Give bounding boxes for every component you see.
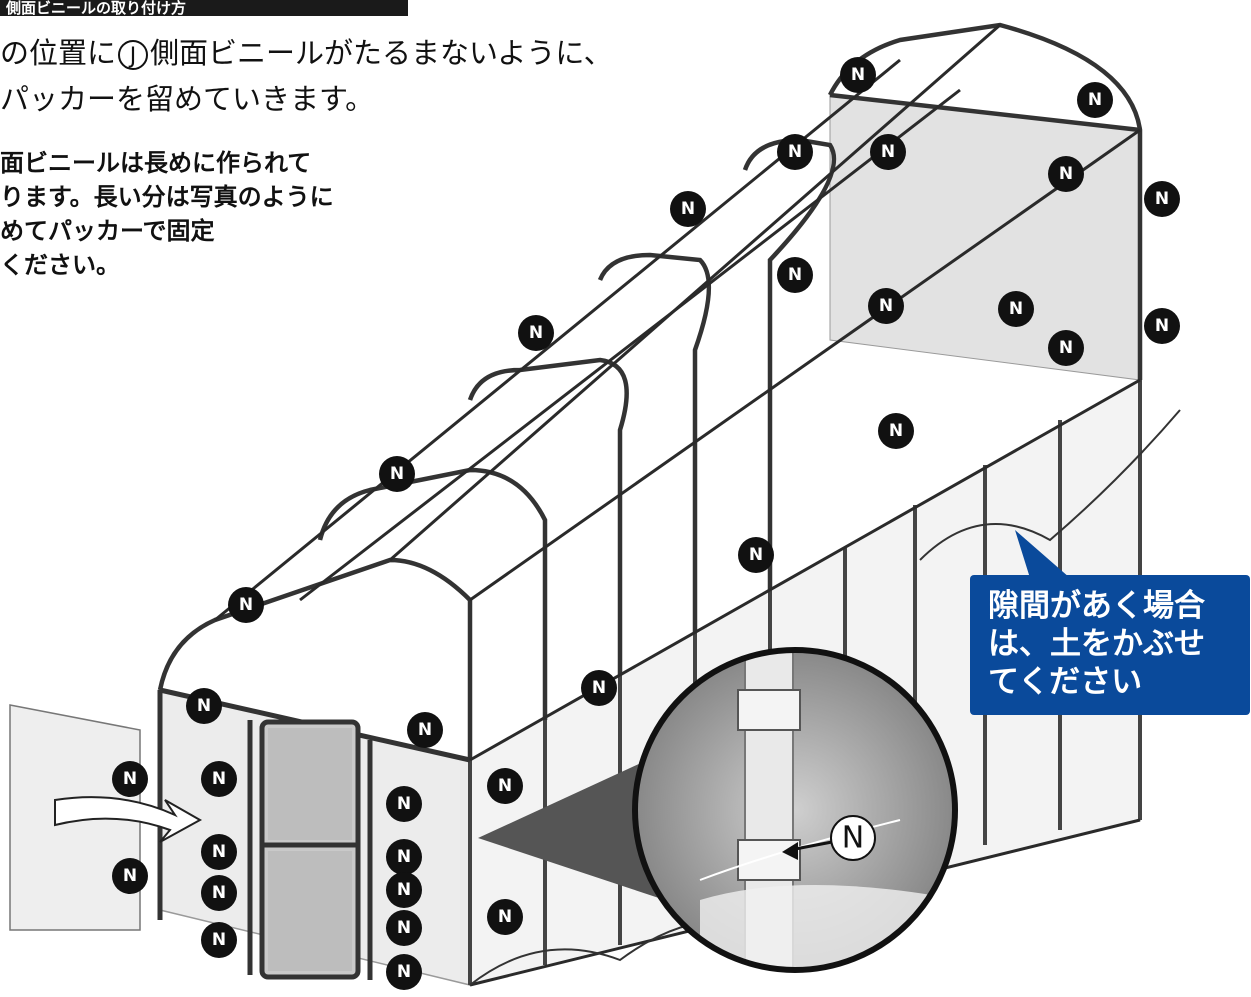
n-badge: N	[386, 954, 422, 990]
n-badge: N	[386, 786, 422, 822]
soil-callout: 隙間があく場合 は、土をかぶせ てください	[970, 575, 1250, 715]
section-title: 側面ビニールの取り付け方	[0, 0, 408, 16]
n-badge: N	[777, 257, 813, 293]
n-badge: N	[112, 858, 148, 894]
inset-label: N	[842, 821, 864, 856]
svg-text:N: N	[123, 769, 137, 789]
purlins	[214, 23, 1141, 987]
svg-text:N: N	[197, 696, 211, 716]
n-badge: N	[581, 670, 617, 706]
svg-text:N: N	[1155, 316, 1169, 336]
svg-text:N: N	[239, 595, 253, 615]
instruction-line-1-end: 側面ビニールがたるまないように、	[150, 36, 613, 70]
svg-text:N: N	[212, 842, 226, 862]
n-badge: N	[201, 834, 237, 870]
instruction-line-2: パッカーを留めていきます。	[0, 82, 375, 116]
inset-pointer	[478, 745, 680, 905]
n-badge: N	[487, 768, 523, 804]
svg-text:N: N	[212, 769, 226, 789]
n-badge: N	[1048, 330, 1084, 366]
note-line-4: ください。	[0, 251, 120, 279]
svg-text:N: N	[498, 907, 512, 927]
svg-text:N: N	[851, 65, 865, 85]
svg-text:N: N	[397, 918, 411, 938]
n-badge: N	[1077, 82, 1113, 118]
svg-text:N: N	[889, 421, 903, 441]
svg-text:N: N	[788, 265, 802, 285]
n-badges: N N N N N N N N N N N N N N N N N N N N …	[112, 57, 1180, 990]
n-badge: N	[840, 57, 876, 93]
svg-text:N: N	[123, 866, 137, 886]
n-badge: N	[112, 761, 148, 797]
svg-text:N: N	[397, 847, 411, 867]
n-badge: N	[201, 761, 237, 797]
part-j-marker: J	[118, 40, 149, 70]
n-badge: N	[1144, 181, 1180, 217]
svg-text:N: N	[498, 776, 512, 796]
wrap-arrow	[54, 796, 203, 843]
svg-text:N: N	[1059, 164, 1073, 184]
n-badge: N	[738, 537, 774, 573]
n-badge: N	[518, 315, 554, 351]
svg-text:N: N	[212, 930, 226, 950]
callout-line-3: てください	[988, 664, 1143, 700]
svg-text:N: N	[788, 142, 802, 162]
svg-text:N: N	[1155, 189, 1169, 209]
n-badge: N	[878, 413, 914, 449]
inset-label-circle	[830, 815, 876, 861]
instruction-line-1-start: の位置に	[0, 36, 117, 70]
n-badge: N	[1144, 308, 1180, 344]
n-badge: N	[407, 712, 443, 748]
svg-text:N: N	[881, 142, 895, 162]
svg-text:N: N	[390, 464, 404, 484]
svg-text:N: N	[418, 720, 432, 740]
door	[259, 719, 361, 980]
n-badge: N	[379, 456, 415, 492]
svg-text:N: N	[749, 545, 763, 565]
n-badge: N	[186, 688, 222, 724]
n-badge: N	[386, 872, 422, 908]
callout-tail	[1015, 530, 1070, 578]
svg-text:N: N	[879, 296, 893, 316]
svg-text:N: N	[1059, 338, 1073, 358]
n-badge: N	[386, 910, 422, 946]
svg-text:N: N	[397, 794, 411, 814]
n-badge: N	[201, 922, 237, 958]
callout-line-2: は、土をかぶせ	[988, 626, 1205, 662]
callout-line-1: 隙間があく場合	[988, 588, 1205, 624]
svg-text:N: N	[592, 678, 606, 698]
n-badge: N	[201, 875, 237, 911]
note-text: 面ビニールは長めに作られて ります。長い分は写真のように めてパッカーで固定 く…	[0, 146, 410, 282]
n-badge: N	[998, 291, 1034, 327]
n-badge: N	[870, 134, 906, 170]
svg-text:N: N	[1088, 90, 1102, 110]
note-line-2: ります。長い分は写真のように	[0, 183, 334, 211]
n-badge: N	[386, 839, 422, 875]
svg-text:N: N	[397, 962, 411, 982]
note-line-1: 面ビニールは長めに作られて	[0, 149, 312, 177]
svg-text:N: N	[681, 199, 695, 219]
n-badge: N	[487, 899, 523, 935]
n-badge: N	[228, 587, 264, 623]
svg-text:N: N	[212, 883, 226, 903]
n-badge: N	[670, 191, 706, 227]
n-badge: N	[1048, 156, 1084, 192]
svg-text:N: N	[529, 323, 543, 343]
svg-text:N: N	[1009, 299, 1023, 319]
n-badge: N	[868, 288, 904, 324]
n-badge: N	[777, 134, 813, 170]
note-line-3: めてパッカーで固定	[0, 217, 215, 245]
svg-text:N: N	[397, 880, 411, 900]
